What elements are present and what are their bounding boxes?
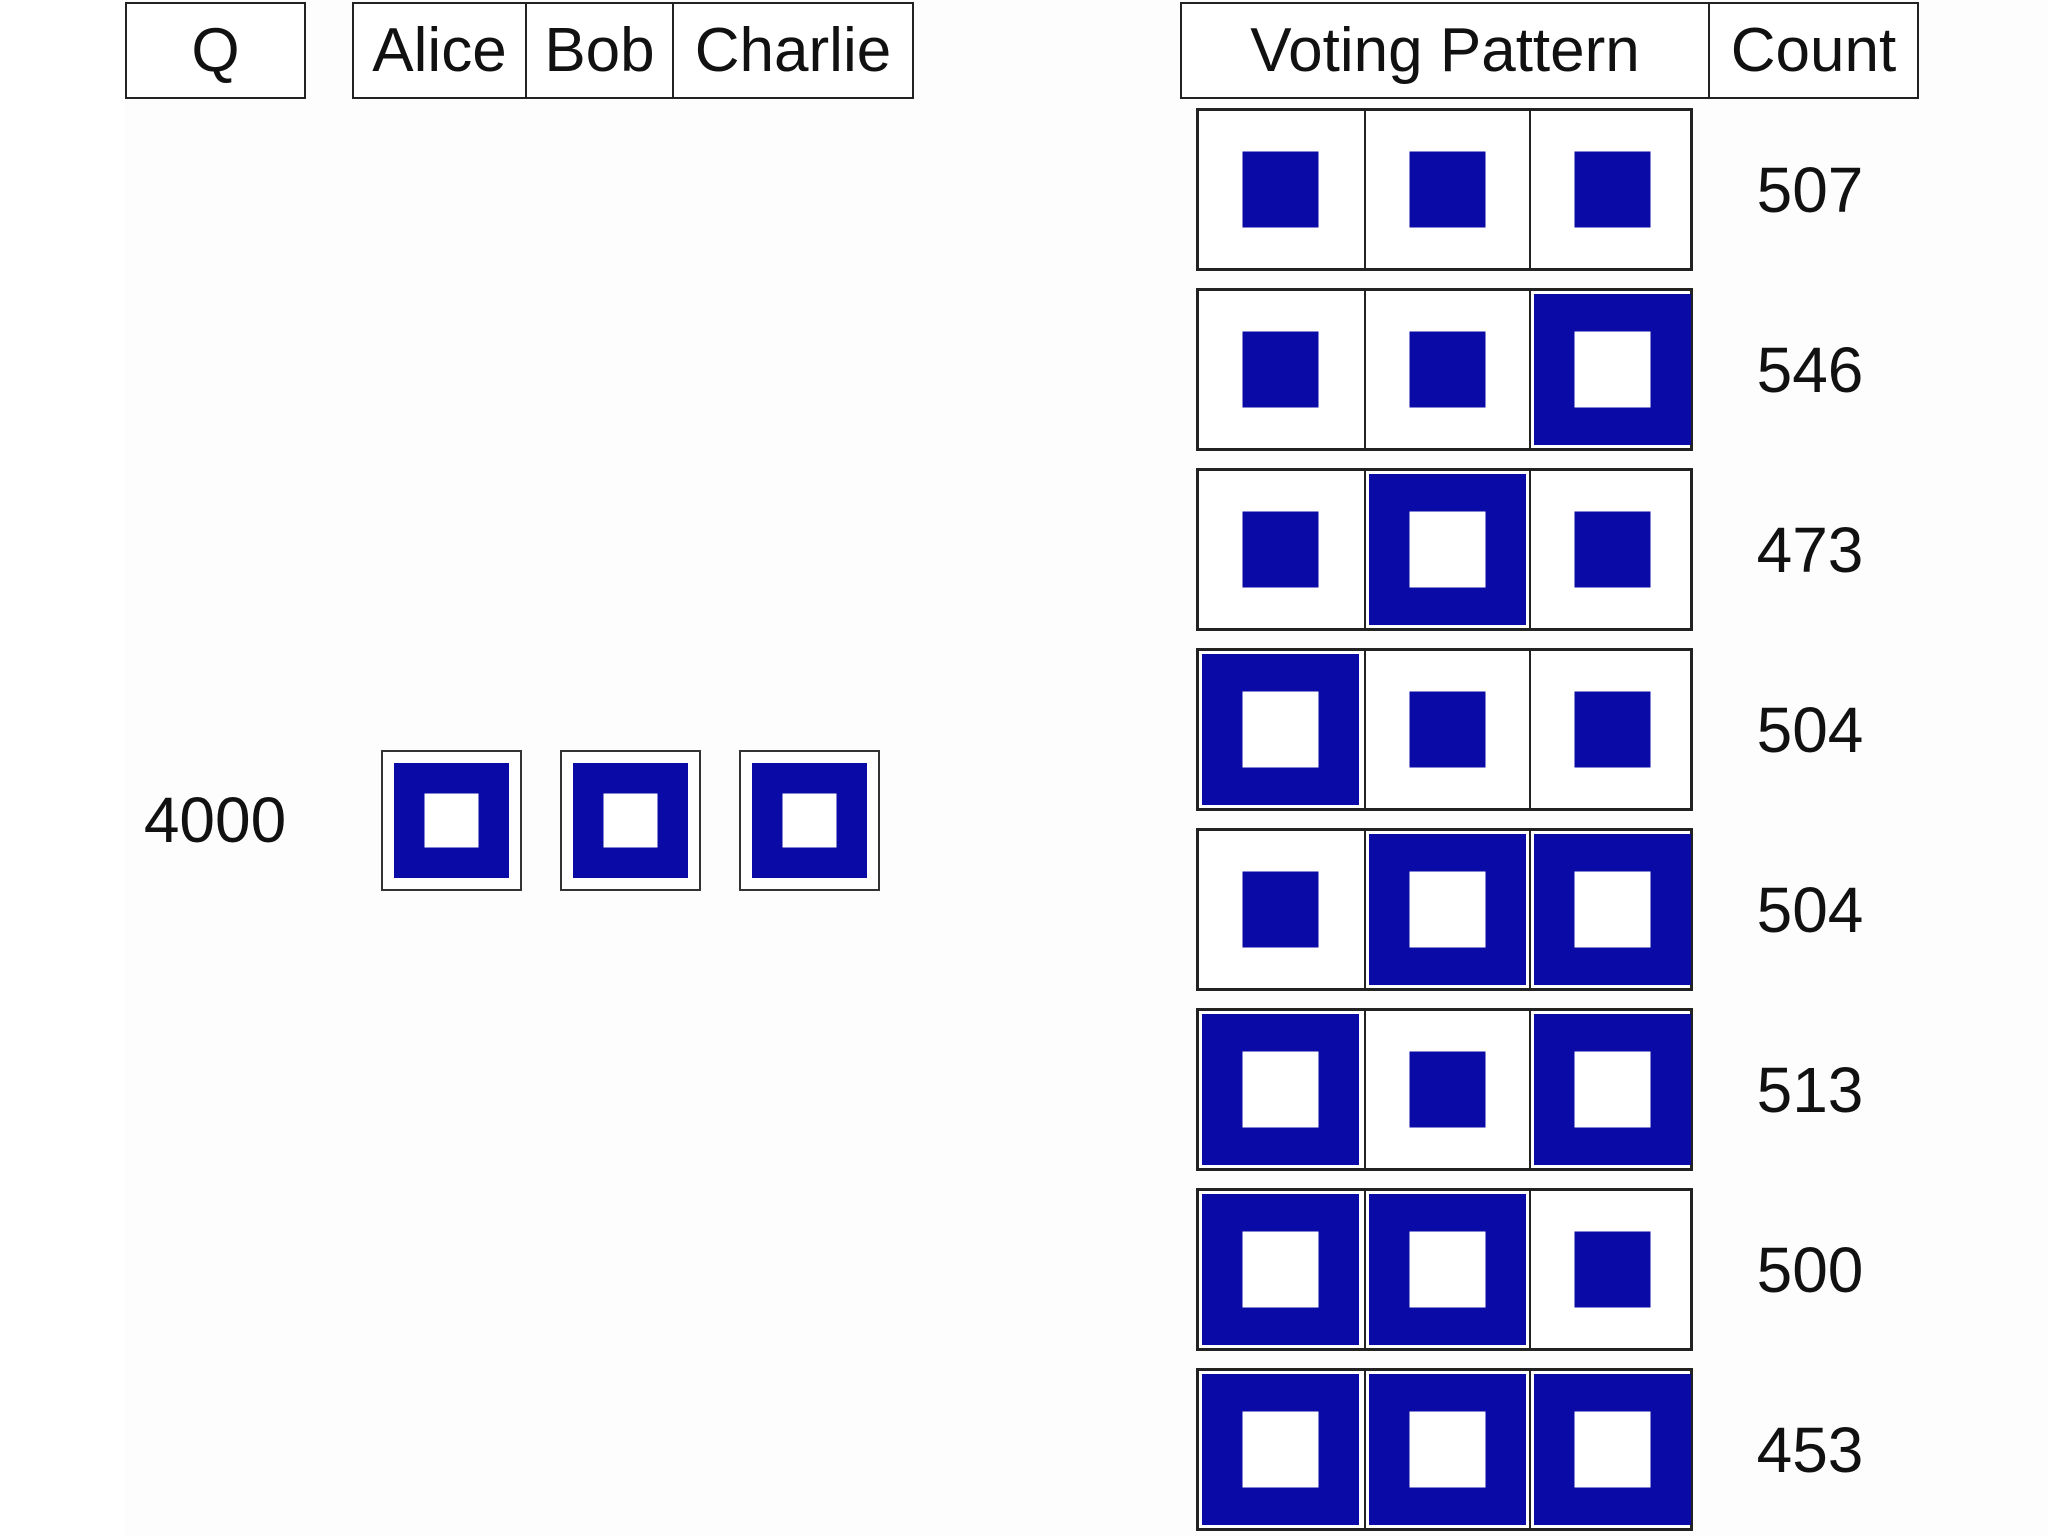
vote-yes-icon: [1242, 331, 1319, 408]
vote-cell-bob: [1364, 471, 1529, 628]
voting-pattern-label: Voting Pattern: [1250, 15, 1640, 85]
vote-yes-icon: [1574, 1231, 1651, 1308]
vote-no-icon: [1369, 834, 1526, 985]
vote-yes-icon: [1574, 691, 1651, 768]
vote-yes-icon: [1409, 691, 1486, 768]
pattern-row-5: [1196, 828, 1693, 991]
vote-no-icon: [1534, 1014, 1691, 1165]
vote-cell-charlie: [1529, 291, 1694, 448]
pattern-count-7: 500: [1756, 1234, 1864, 1306]
vote-cell-charlie: [1529, 651, 1694, 808]
voter-name-alice: Alice: [372, 15, 507, 85]
vote-cell-charlie: [1529, 1371, 1694, 1528]
vote-yes-icon: [1242, 151, 1319, 228]
vote-cell-bob: [1364, 1191, 1529, 1348]
vote-no-icon: [1202, 1374, 1359, 1525]
q-header: Q: [125, 2, 306, 99]
count-label: Count: [1730, 15, 1897, 85]
vote-no-icon: [1369, 1194, 1526, 1345]
pattern-row-3: [1196, 468, 1693, 631]
vote-no-icon: [1202, 654, 1359, 805]
voter-header-bob: Bob: [527, 4, 674, 97]
pattern-count-4: 504: [1756, 694, 1864, 766]
vote-yes-icon: [1242, 871, 1319, 948]
vote-cell-bob: [1364, 831, 1529, 988]
vote-no-icon: [1202, 1194, 1359, 1345]
pattern-row-2: [1196, 288, 1693, 451]
vote-no-icon: [752, 763, 867, 878]
count-header: Count: [1710, 4, 1917, 97]
pattern-count-3: 473: [1756, 514, 1864, 586]
pattern-count-5: 504: [1756, 874, 1864, 946]
vote-cell-charlie: [1529, 1191, 1694, 1348]
vote-cell-alice: [1199, 111, 1364, 268]
vote-no-icon: [394, 763, 509, 878]
q-state-alice: [381, 750, 522, 891]
voting-pattern-header: Voting Pattern: [1182, 4, 1710, 97]
vote-yes-icon: [1574, 151, 1651, 228]
vote-yes-icon: [1409, 151, 1486, 228]
vote-cell-alice: [1199, 651, 1364, 808]
vote-no-icon: [1202, 1014, 1359, 1165]
vote-cell-alice: [1199, 1011, 1364, 1168]
voter-header-alice: Alice: [354, 4, 527, 97]
vote-cell-alice: [1199, 1191, 1364, 1348]
pattern-row-8: [1196, 1368, 1693, 1531]
pattern-count-1: 507: [1756, 154, 1864, 226]
voter-name-bob: Bob: [544, 15, 655, 85]
vote-no-icon: [1369, 1374, 1526, 1525]
voter-header: Alice Bob Charlie: [352, 2, 914, 99]
pattern-row-6: [1196, 1008, 1693, 1171]
vote-cell-alice: [1199, 1371, 1364, 1528]
vote-cell-bob: [1364, 651, 1529, 808]
voter-header-charlie: Charlie: [674, 4, 912, 97]
vote-cell-charlie: [1529, 831, 1694, 988]
vote-no-icon: [1369, 474, 1526, 625]
vote-cell-bob: [1364, 291, 1529, 448]
pattern-row-4: [1196, 648, 1693, 811]
vote-yes-icon: [1242, 511, 1319, 588]
vote-cell-charlie: [1529, 471, 1694, 628]
vote-yes-icon: [1574, 511, 1651, 588]
q-value: 4000: [143, 784, 287, 856]
pattern-count-2: 546: [1756, 334, 1864, 406]
vote-cell-bob: [1364, 1011, 1529, 1168]
pattern-count-header: Voting Pattern Count: [1180, 2, 1919, 99]
pattern-row-1: [1196, 108, 1693, 271]
vote-no-icon: [573, 763, 688, 878]
q-state-charlie: [739, 750, 880, 891]
pattern-count-8: 453: [1756, 1414, 1864, 1486]
vote-cell-alice: [1199, 291, 1364, 448]
pattern-count-6: 513: [1756, 1054, 1864, 1126]
vote-cell-charlie: [1529, 1011, 1694, 1168]
vote-cell-alice: [1199, 471, 1364, 628]
vote-no-icon: [1534, 1374, 1691, 1525]
vote-cell-alice: [1199, 831, 1364, 988]
vote-cell-bob: [1364, 1371, 1529, 1528]
vote-no-icon: [1534, 834, 1691, 985]
q-header-label: Q: [191, 15, 240, 85]
voter-name-charlie: Charlie: [694, 15, 892, 85]
vote-cell-charlie: [1529, 111, 1694, 268]
vote-yes-icon: [1409, 331, 1486, 408]
vote-cell-bob: [1364, 111, 1529, 268]
vote-no-icon: [1534, 294, 1691, 445]
q-state-bob: [560, 750, 701, 891]
pattern-row-7: [1196, 1188, 1693, 1351]
vote-yes-icon: [1409, 1051, 1486, 1128]
